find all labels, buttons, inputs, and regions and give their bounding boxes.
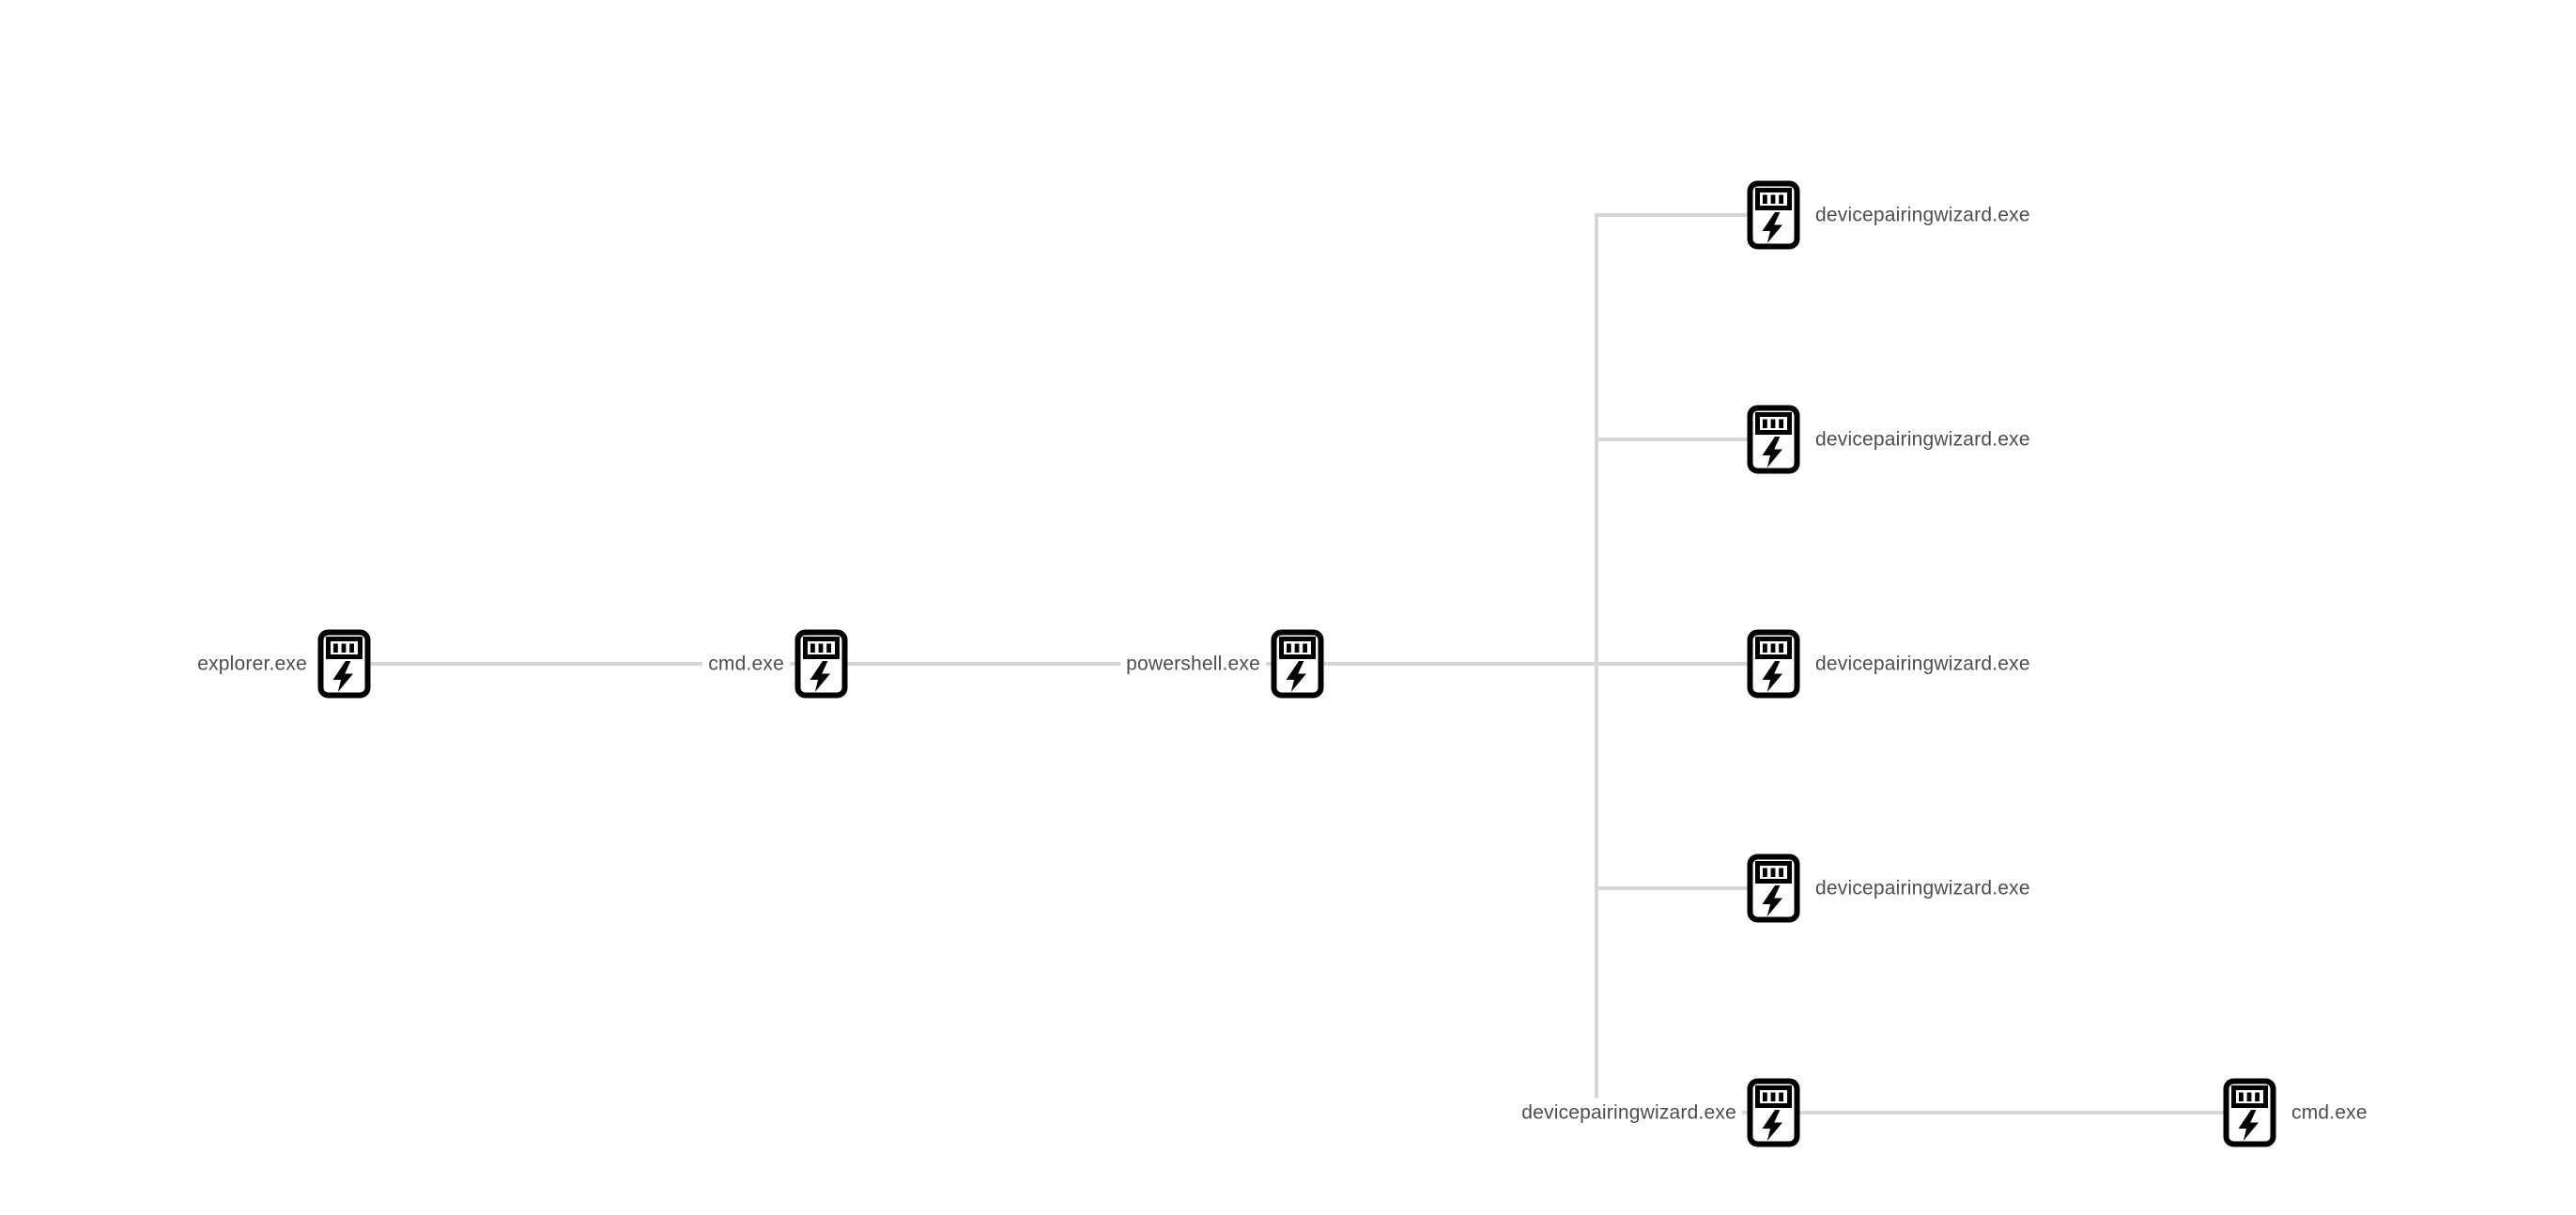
process-node-cmd-2[interactable]: cmd.exe — [2223, 1078, 2373, 1147]
process-icon[interactable] — [2223, 1078, 2276, 1147]
process-label: devicepairingwizard.exe — [1810, 873, 2036, 903]
process-node-devicepairingwizard-2[interactable]: devicepairingwizard.exe — [1747, 405, 2036, 474]
process-node-devicepairingwizard-1[interactable]: devicepairingwizard.exe — [1747, 180, 2036, 250]
process-icon[interactable] — [1747, 629, 1800, 699]
process-icon[interactable] — [1747, 1078, 1800, 1147]
process-node-devicepairingwizard-5[interactable]: devicepairingwizard.exe — [1516, 1078, 1800, 1147]
process-label: devicepairingwizard.exe — [1810, 200, 2036, 230]
edge-branch-row5-to-cmd — [1595, 1111, 2250, 1115]
process-icon[interactable] — [1271, 629, 1324, 699]
process-label: devicepairingwizard.exe — [1810, 424, 2036, 454]
process-node-devicepairingwizard-3[interactable]: devicepairingwizard.exe — [1747, 629, 2036, 699]
process-node-explorer[interactable]: explorer.exe — [192, 629, 371, 699]
process-node-devicepairingwizard-4[interactable]: devicepairingwizard.exe — [1747, 854, 2036, 923]
edge-branch-row2 — [1595, 438, 1774, 441]
edge-children-trunk — [1595, 215, 1598, 1113]
process-node-cmd-1[interactable]: cmd.exe — [702, 629, 848, 699]
process-label: devicepairingwizard.exe — [1516, 1098, 1742, 1128]
edge-branch-row4 — [1595, 886, 1774, 890]
process-label: explorer.exe — [192, 649, 313, 679]
process-icon[interactable] — [1747, 854, 1800, 923]
process-label: devicepairingwizard.exe — [1810, 649, 2036, 679]
process-icon[interactable] — [317, 629, 371, 699]
edge-main-chain — [345, 662, 1774, 666]
process-label: cmd.exe — [702, 649, 790, 679]
process-icon[interactable] — [1747, 180, 1800, 250]
process-icon[interactable] — [794, 629, 848, 699]
process-label: cmd.exe — [2286, 1098, 2373, 1128]
edge-branch-row1 — [1595, 213, 1774, 217]
process-label: powershell.exe — [1120, 649, 1266, 679]
process-node-powershell[interactable]: powershell.exe — [1120, 629, 1324, 699]
process-icon[interactable] — [1747, 405, 1800, 474]
